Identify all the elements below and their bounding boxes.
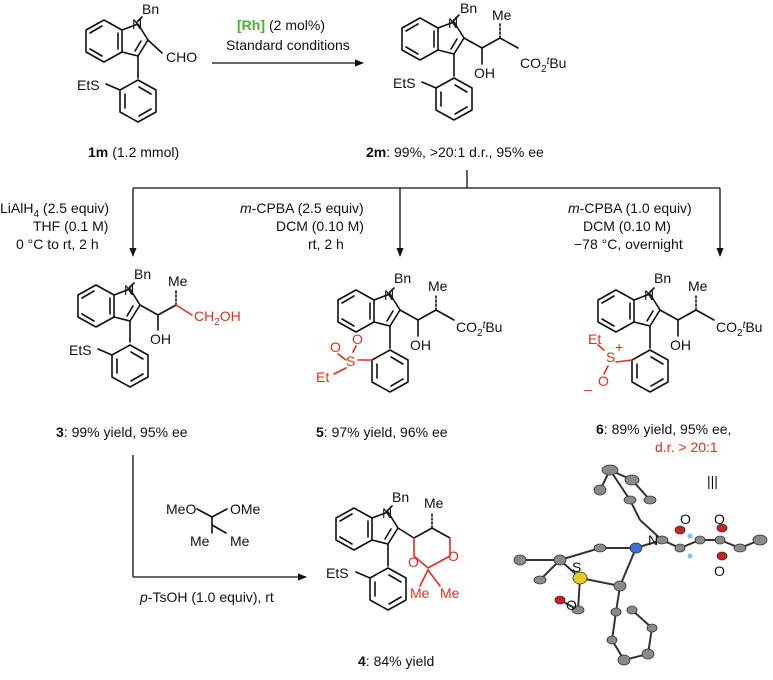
svg-text:S: S bbox=[572, 559, 581, 575]
compound-5: N Bn Me OH CO2tBu S O O Et 5: 97% yield,… bbox=[316, 270, 502, 440]
svg-text:CO2tBu: CO2tBu bbox=[520, 55, 566, 75]
svg-text:N: N bbox=[648, 532, 658, 548]
svg-text:OH: OH bbox=[670, 337, 691, 353]
compound-1m: N Bn CHO EtS 1m(1.2 mmol) bbox=[77, 1, 197, 160]
svg-text:6: 89% yield, 95% ee,: 6: 89% yield, 95% ee, bbox=[596, 421, 731, 437]
svg-text:Me: Me bbox=[168, 273, 188, 289]
svg-text:Me: Me bbox=[440, 585, 460, 601]
svg-text:O: O bbox=[714, 563, 725, 579]
catalyst-label: [Rh](2 mol%) bbox=[237, 17, 325, 33]
svg-text:EtS: EtS bbox=[69, 342, 92, 358]
svg-text:Me: Me bbox=[190, 533, 210, 549]
svg-text:N: N bbox=[448, 15, 458, 31]
svg-text:–: – bbox=[584, 381, 592, 397]
svg-text:Me: Me bbox=[230, 533, 250, 549]
svg-text:−78 °C, overnight: −78 °C, overnight bbox=[574, 236, 683, 252]
svg-text:N: N bbox=[382, 505, 392, 521]
atom-n: N bbox=[132, 16, 142, 32]
svg-text:d.r. > 20:1: d.r. > 20:1 bbox=[655, 439, 718, 455]
svg-text:5: 97% yield, 96% ee: 5: 97% yield, 96% ee bbox=[316, 424, 448, 440]
svg-text:|||: ||| bbox=[707, 473, 718, 489]
cho-label: CHO bbox=[166, 49, 197, 65]
svg-text:OH: OH bbox=[474, 65, 495, 81]
svg-text:p-TsOH (1.0 equiv), rt: p-TsOH (1.0 equiv), rt bbox=[139, 589, 274, 605]
svg-text:S: S bbox=[606, 349, 615, 365]
svg-text:m-CPBA (1.0 equiv): m-CPBA (1.0 equiv) bbox=[568, 200, 692, 216]
svg-text:3: 99% yield, 95% ee: 3: 99% yield, 95% ee bbox=[56, 424, 188, 440]
svg-text:CO2tBu: CO2tBu bbox=[456, 319, 502, 339]
svg-text:THF (0.1 M): THF (0.1 M) bbox=[33, 218, 108, 234]
svg-text:O: O bbox=[448, 548, 459, 564]
svg-text:O: O bbox=[566, 597, 577, 613]
svg-text:Me: Me bbox=[428, 278, 448, 294]
svg-text:OH: OH bbox=[410, 337, 431, 353]
svg-text:EtS: EtS bbox=[393, 75, 416, 91]
svg-text:O: O bbox=[408, 554, 419, 570]
bn-label: Bn bbox=[142, 1, 159, 17]
acetal-step: MeO OMe Me Me p-TsOH (1.0 equiv), rt bbox=[132, 455, 307, 605]
svg-text:S: S bbox=[346, 353, 355, 369]
svg-text:N: N bbox=[644, 287, 654, 303]
branch-2-conditions: m-CPBA (2.5 equiv) DCM (0.10 M) rt, 2 h bbox=[240, 200, 364, 252]
crystal-structure: N O O O S O bbox=[513, 464, 768, 666]
svg-text:OH: OH bbox=[150, 331, 171, 347]
svg-text:OMe: OMe bbox=[230, 501, 261, 517]
svg-text:EtS: EtS bbox=[326, 565, 349, 581]
svg-text:O: O bbox=[352, 331, 363, 347]
svg-text:Et: Et bbox=[316, 369, 329, 385]
svg-text:CH2OH: CH2OH bbox=[194, 308, 241, 328]
ets-label: EtS bbox=[77, 77, 100, 93]
branch-arrows bbox=[129, 170, 724, 257]
svg-text:rt, 2 h: rt, 2 h bbox=[308, 236, 344, 252]
svg-text:+: + bbox=[615, 339, 623, 355]
svg-text:Me: Me bbox=[410, 585, 430, 601]
svg-text:Bn: Bn bbox=[134, 266, 151, 282]
conditions-label: Standard conditions bbox=[226, 37, 350, 53]
compound-2m: N Bn Me OH CO2tBu EtS 2m: 99%, >20:1 d.r… bbox=[366, 0, 566, 160]
label-1m: 1m(1.2 mmol) bbox=[88, 144, 179, 160]
svg-text:Et: Et bbox=[588, 331, 601, 347]
branch-1-conditions: LiAlH4 (2.5 equiv) THF (0.1 M) 0 °C to r… bbox=[0, 200, 109, 252]
svg-text:Bn: Bn bbox=[394, 270, 411, 286]
svg-text:LiAlH4 (2.5 equiv): LiAlH4 (2.5 equiv) bbox=[0, 200, 109, 220]
svg-text:Bn: Bn bbox=[392, 489, 409, 505]
svg-text:Me: Me bbox=[424, 495, 444, 511]
svg-text:CO2tBu: CO2tBu bbox=[716, 319, 762, 339]
svg-text:N: N bbox=[384, 287, 394, 303]
svg-text:MeO: MeO bbox=[166, 501, 196, 517]
compound-6: N Bn Me OH CO2tBu S + Et O – 6: 89% yiel… bbox=[584, 270, 762, 489]
svg-text:DCM (0.10 M): DCM (0.10 M) bbox=[276, 218, 364, 234]
svg-text:Bn: Bn bbox=[654, 270, 671, 286]
svg-text:Bn: Bn bbox=[460, 0, 477, 16]
svg-text:O: O bbox=[598, 373, 609, 389]
svg-text:N: N bbox=[124, 282, 134, 298]
svg-text:Me: Me bbox=[688, 278, 708, 294]
compound-3: N Bn Me CH2OH OH EtS 3: 99% yield, 95% e… bbox=[56, 266, 241, 440]
svg-text:Me: Me bbox=[492, 7, 512, 23]
svg-text:DCM (0.10 M): DCM (0.10 M) bbox=[583, 218, 671, 234]
svg-text:m-CPBA (2.5 equiv): m-CPBA (2.5 equiv) bbox=[240, 200, 364, 216]
svg-text:O: O bbox=[714, 511, 725, 527]
label-2m: 2m: 99%, >20:1 d.r., 95% ee bbox=[366, 144, 544, 160]
compound-4: N Bn Me O O Me Me EtS 4: 84% yield bbox=[326, 489, 460, 669]
svg-text:O: O bbox=[680, 511, 691, 527]
svg-text:O: O bbox=[330, 339, 341, 355]
svg-text:0 °C to rt, 2 h: 0 °C to rt, 2 h bbox=[16, 236, 99, 252]
branch-3-conditions: m-CPBA (1.0 equiv) DCM (0.10 M) −78 °C, … bbox=[568, 200, 692, 252]
svg-text:4: 84% yield: 4: 84% yield bbox=[358, 653, 434, 669]
